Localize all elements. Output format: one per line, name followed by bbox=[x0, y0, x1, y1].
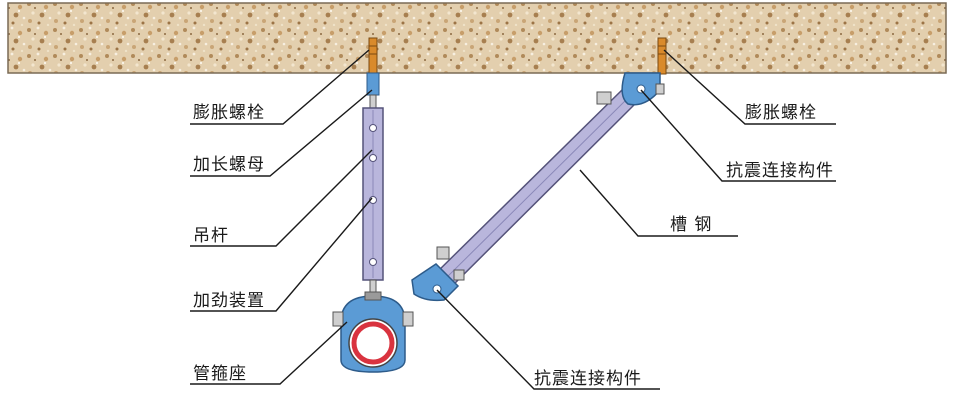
label-pipe-clamp-seat: 管箍座 bbox=[193, 364, 247, 384]
leader-expansion-bolt-left bbox=[190, 49, 370, 125]
leader-seismic-connector-top bbox=[640, 89, 836, 182]
expansion-bolt-right-icon bbox=[657, 37, 667, 75]
leader-expansion-bolt-right bbox=[663, 49, 836, 125]
leader-extension-nut bbox=[190, 89, 373, 177]
extension-nut-icon bbox=[366, 72, 380, 110]
label-seismic-connector-bottom: 抗震连接构件 bbox=[534, 369, 642, 389]
label-hanger-rod: 吊杆 bbox=[193, 226, 229, 246]
leader-hanger-rod bbox=[190, 149, 373, 247]
concrete-ceiling bbox=[7, 2, 947, 74]
label-expansion-bolt-right: 膨胀螺栓 bbox=[745, 103, 817, 123]
leader-pipe-clamp-seat bbox=[190, 321, 348, 385]
seismic-connector-bottom-icon bbox=[411, 246, 465, 302]
pipe-clamp-seat-icon bbox=[332, 291, 414, 373]
label-reinforcement-device: 加劲装置 bbox=[193, 291, 265, 311]
label-extension-nut: 加长螺母 bbox=[193, 155, 265, 175]
hanger-rod-icon bbox=[362, 107, 384, 297]
leader-reinforcement-device bbox=[190, 197, 373, 312]
expansion-bolt-left-icon bbox=[368, 37, 378, 75]
channel-steel-icon bbox=[430, 88, 638, 294]
label-channel-steel: 槽 钢 bbox=[670, 215, 713, 235]
leader-seismic-connector-bottom bbox=[436, 289, 660, 390]
label-expansion-bolt-left: 膨胀螺栓 bbox=[193, 103, 265, 123]
leader-lines bbox=[190, 49, 836, 390]
label-seismic-connector-top: 抗震连接构件 bbox=[726, 161, 834, 181]
seismic-connector-top-icon bbox=[596, 72, 665, 106]
leader-channel-steel bbox=[579, 169, 738, 237]
